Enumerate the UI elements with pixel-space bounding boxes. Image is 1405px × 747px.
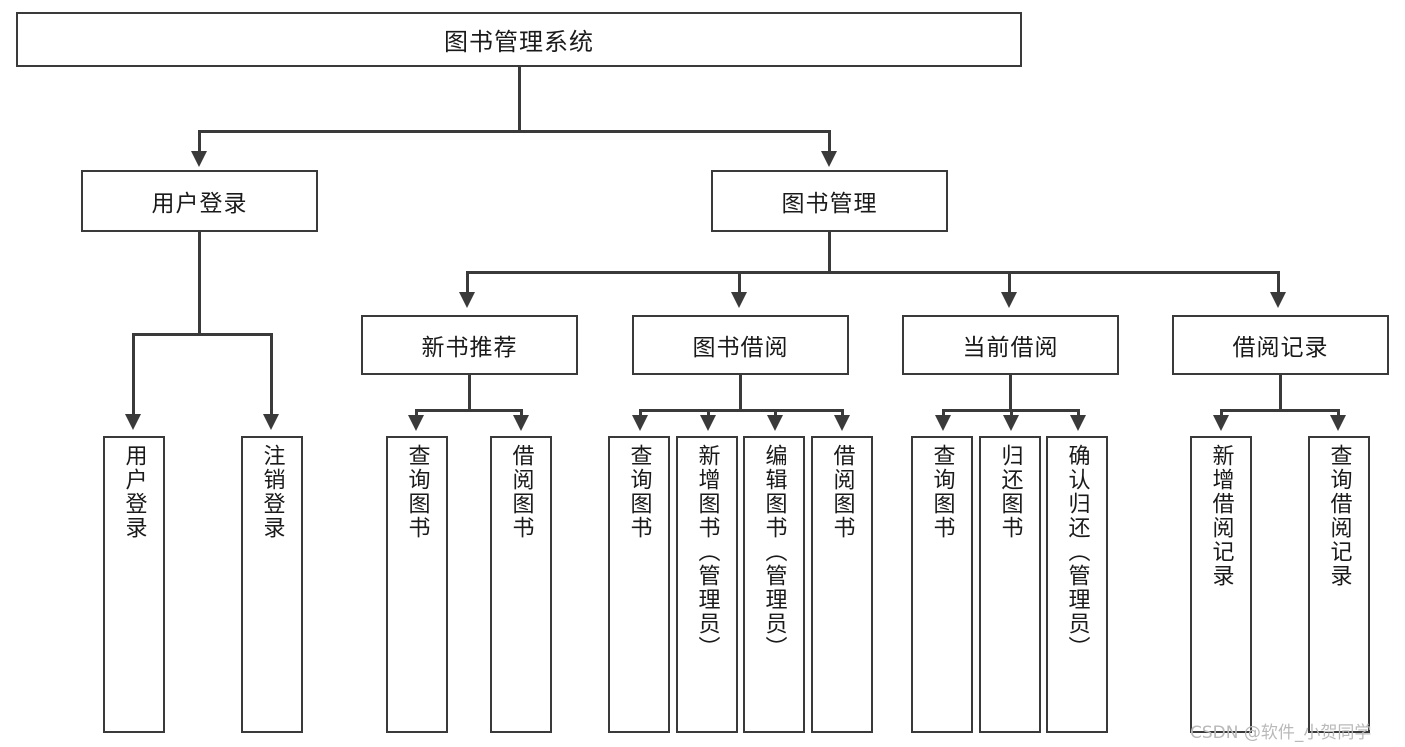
connector-drop-cb-leaf-2: [1010, 409, 1013, 417]
node-label: 归还图书: [997, 444, 1023, 540]
connector-drop-leaf-logout: [270, 333, 273, 416]
node-label: 编辑图书（管理员）: [761, 444, 787, 660]
connector-current-borrow-stem: [1009, 375, 1012, 411]
arrowhead-br-leaf-2: [1330, 415, 1346, 431]
connector-drop-br-leaf-1: [1220, 409, 1223, 417]
leaf-br-query-record[interactable]: 查询借阅记录: [1308, 436, 1370, 733]
connector-drop-user-login: [198, 130, 201, 154]
leaf-user-login[interactable]: 用户登录: [103, 436, 165, 733]
arrowhead-nb-leaf-1: [408, 415, 424, 431]
node-label: 借阅记录: [1232, 335, 1329, 361]
connector-drop-bb-leaf-1: [639, 409, 642, 417]
connector-drop-bb-leaf-3: [774, 409, 777, 417]
connector-drop-book-borrow: [738, 271, 741, 295]
node-label: 用户登录: [151, 191, 248, 217]
node-new-book-recommend[interactable]: 新书推荐: [361, 315, 578, 375]
connector-level3-bus: [466, 271, 1280, 274]
arrowhead-cb-leaf-3: [1070, 415, 1086, 431]
connector-root-stem: [518, 67, 521, 132]
node-user-login[interactable]: 用户登录: [81, 170, 318, 232]
arrowhead-bb-leaf-4: [834, 415, 850, 431]
leaf-bb-query-book[interactable]: 查询图书: [608, 436, 670, 733]
arrowhead-cb-leaf-2: [1003, 415, 1019, 431]
node-label: 查询图书: [626, 444, 652, 540]
arrowhead-current-borrow: [1001, 292, 1017, 308]
connector-book-borrow-stem: [739, 375, 742, 411]
node-label: 查询图书: [404, 444, 430, 540]
connector-drop-nb-leaf-2: [520, 409, 523, 417]
arrowhead-leaf-user-login: [125, 414, 141, 430]
node-root-book-management-system[interactable]: 图书管理系统: [16, 12, 1022, 67]
connector-book-borrow-bus: [639, 409, 843, 412]
node-current-borrow[interactable]: 当前借阅: [902, 315, 1119, 375]
connector-drop-leaf-user-login: [132, 333, 135, 416]
arrowhead-br-leaf-1: [1213, 415, 1229, 431]
arrowhead-bb-leaf-2: [700, 415, 716, 431]
arrowhead-bb-leaf-3: [767, 415, 783, 431]
arrowhead-book-borrow: [731, 292, 747, 308]
connector-user-login-bus: [132, 333, 272, 336]
node-label: 确认归还（管理员）: [1064, 444, 1090, 660]
connector-drop-nb-leaf-1: [415, 409, 418, 417]
connector-new-book-bus: [415, 409, 523, 412]
leaf-bb-edit-book-admin[interactable]: 编辑图书（管理员）: [743, 436, 805, 733]
connector-drop-cb-leaf-3: [1077, 409, 1080, 417]
connector-new-book-stem: [468, 375, 471, 411]
leaf-nb-query-book[interactable]: 查询图书: [386, 436, 448, 733]
node-label: 新增借阅记录: [1208, 444, 1234, 588]
connector-user-login-stem: [198, 232, 201, 335]
leaf-logout[interactable]: 注销登录: [241, 436, 303, 733]
leaf-nb-borrow-book[interactable]: 借阅图书: [490, 436, 552, 733]
connector-borrow-record-bus: [1220, 409, 1340, 412]
leaf-cb-confirm-return-admin[interactable]: 确认归还（管理员）: [1046, 436, 1108, 733]
node-label: 查询借阅记录: [1326, 444, 1352, 588]
leaf-bb-add-book-admin[interactable]: 新增图书（管理员）: [676, 436, 738, 733]
connector-level2-bus: [198, 130, 830, 133]
arrowhead-bb-leaf-1: [632, 415, 648, 431]
arrowhead-book-management: [821, 151, 837, 167]
connector-drop-bb-leaf-4: [841, 409, 844, 417]
arrowhead-user-login: [191, 151, 207, 167]
arrowhead-leaf-logout: [263, 414, 279, 430]
connector-drop-new-book: [466, 271, 469, 295]
node-label: 图书管理系统: [444, 28, 594, 56]
connector-drop-borrow-record: [1277, 271, 1280, 295]
node-label: 图书借阅: [692, 335, 789, 361]
leaf-br-add-record[interactable]: 新增借阅记录: [1190, 436, 1252, 733]
node-label: 用户登录: [121, 444, 147, 540]
node-label: 图书管理: [781, 191, 878, 217]
connector-drop-br-leaf-2: [1337, 409, 1340, 417]
connector-borrow-record-stem: [1279, 375, 1282, 411]
node-book-borrow[interactable]: 图书借阅: [632, 315, 849, 375]
node-label: 注销登录: [259, 444, 285, 540]
arrowhead-cb-leaf-1: [935, 415, 951, 431]
node-label: 借阅图书: [508, 444, 534, 540]
arrowhead-borrow-record: [1270, 292, 1286, 308]
watermark-text: CSDN @软件_小贺同学: [1190, 723, 1372, 743]
node-label: 新书推荐: [421, 335, 518, 361]
leaf-cb-return-book[interactable]: 归还图书: [979, 436, 1041, 733]
leaf-cb-query-book[interactable]: 查询图书: [911, 436, 973, 733]
node-label: 查询图书: [929, 444, 955, 540]
connector-book-management-stem: [828, 232, 831, 273]
arrowhead-nb-leaf-2: [513, 415, 529, 431]
leaf-bb-borrow-book[interactable]: 借阅图书: [811, 436, 873, 733]
node-label: 当前借阅: [962, 335, 1059, 361]
connector-drop-bb-leaf-2: [707, 409, 710, 417]
connector-drop-current-borrow: [1008, 271, 1011, 295]
node-label: 借阅图书: [829, 444, 855, 540]
node-label: 新增图书（管理员）: [694, 444, 720, 660]
node-borrow-record[interactable]: 借阅记录: [1172, 315, 1389, 375]
connector-drop-cb-leaf-1: [942, 409, 945, 417]
node-book-management[interactable]: 图书管理: [711, 170, 948, 232]
connector-drop-book-management: [828, 130, 831, 154]
arrowhead-new-book: [459, 292, 475, 308]
